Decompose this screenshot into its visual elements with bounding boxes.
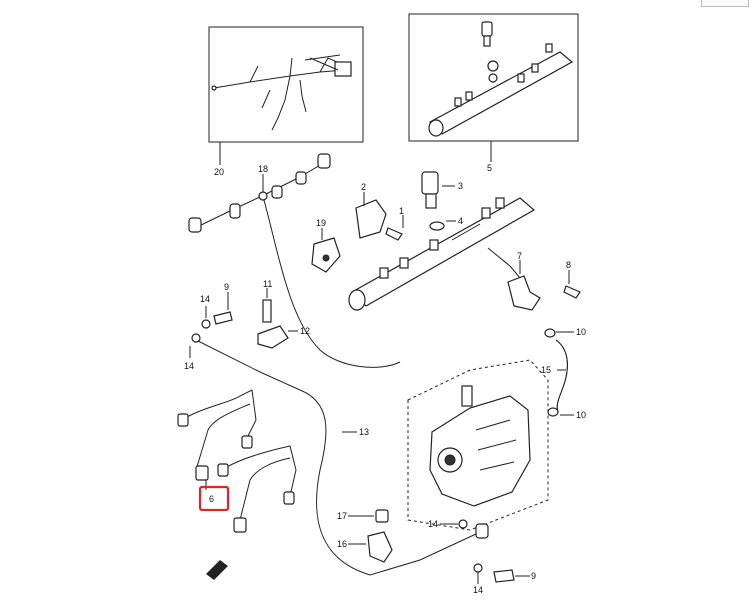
label-15: 15	[541, 365, 551, 375]
part-13-pipe	[191, 333, 489, 576]
label-18: 18	[258, 164, 268, 174]
label-4: 4	[458, 216, 463, 226]
label-14-upper: 14	[200, 294, 210, 304]
part-6-injection-pipes	[177, 389, 297, 533]
label-8: 8	[566, 260, 571, 270]
inset-box-fuel-rail	[408, 13, 579, 142]
highlight-box	[198, 485, 230, 512]
part-12-clamp	[257, 325, 289, 349]
part-16-clamp	[367, 531, 393, 563]
high-pressure-pump	[429, 385, 531, 507]
part-1-bolt	[385, 227, 403, 241]
part-18-harness	[188, 153, 401, 368]
part-8-bolt	[563, 285, 581, 299]
part-19-clamp	[311, 237, 341, 273]
part-14-washer-lower	[458, 519, 483, 573]
label-1: 1	[399, 206, 404, 216]
label-9-lower: 9	[531, 571, 536, 581]
part-14-washer-upper	[201, 319, 211, 329]
part-11-bolt	[262, 299, 272, 323]
label-6: 6	[209, 494, 214, 504]
label-17: 17	[337, 511, 347, 521]
part-4-washer	[429, 221, 445, 231]
part-17-nut	[375, 509, 389, 523]
label-11: 11	[263, 279, 272, 289]
window-corner	[701, 0, 749, 7]
label-3: 3	[458, 181, 463, 191]
label-16: 16	[337, 539, 347, 549]
part-7-valve	[507, 275, 541, 311]
inset-box-harness	[208, 26, 364, 143]
label-10-upper: 10	[576, 327, 586, 337]
label-12: 12	[300, 326, 310, 336]
label-19: 19	[316, 218, 326, 228]
part-15-hose	[544, 328, 568, 417]
label-14-bottom: 14	[473, 585, 483, 595]
label-2: 2	[361, 182, 366, 192]
part-2-bracket	[355, 199, 387, 239]
label-5: 5	[487, 163, 492, 173]
label-14-left: 14	[184, 361, 194, 371]
part-3-sensor	[421, 171, 439, 209]
label-9-upper: 9	[224, 282, 229, 292]
label-13: 13	[359, 427, 369, 437]
label-20: 20	[214, 167, 224, 177]
label-10-lower: 10	[576, 410, 586, 420]
part-9-bolt-lower	[493, 569, 515, 583]
front-arrow-icon	[206, 560, 228, 580]
label-14-right: 14	[428, 519, 438, 529]
part-9-bolt-upper	[213, 311, 233, 325]
label-7: 7	[517, 251, 522, 261]
main-fuel-rail	[348, 197, 536, 311]
